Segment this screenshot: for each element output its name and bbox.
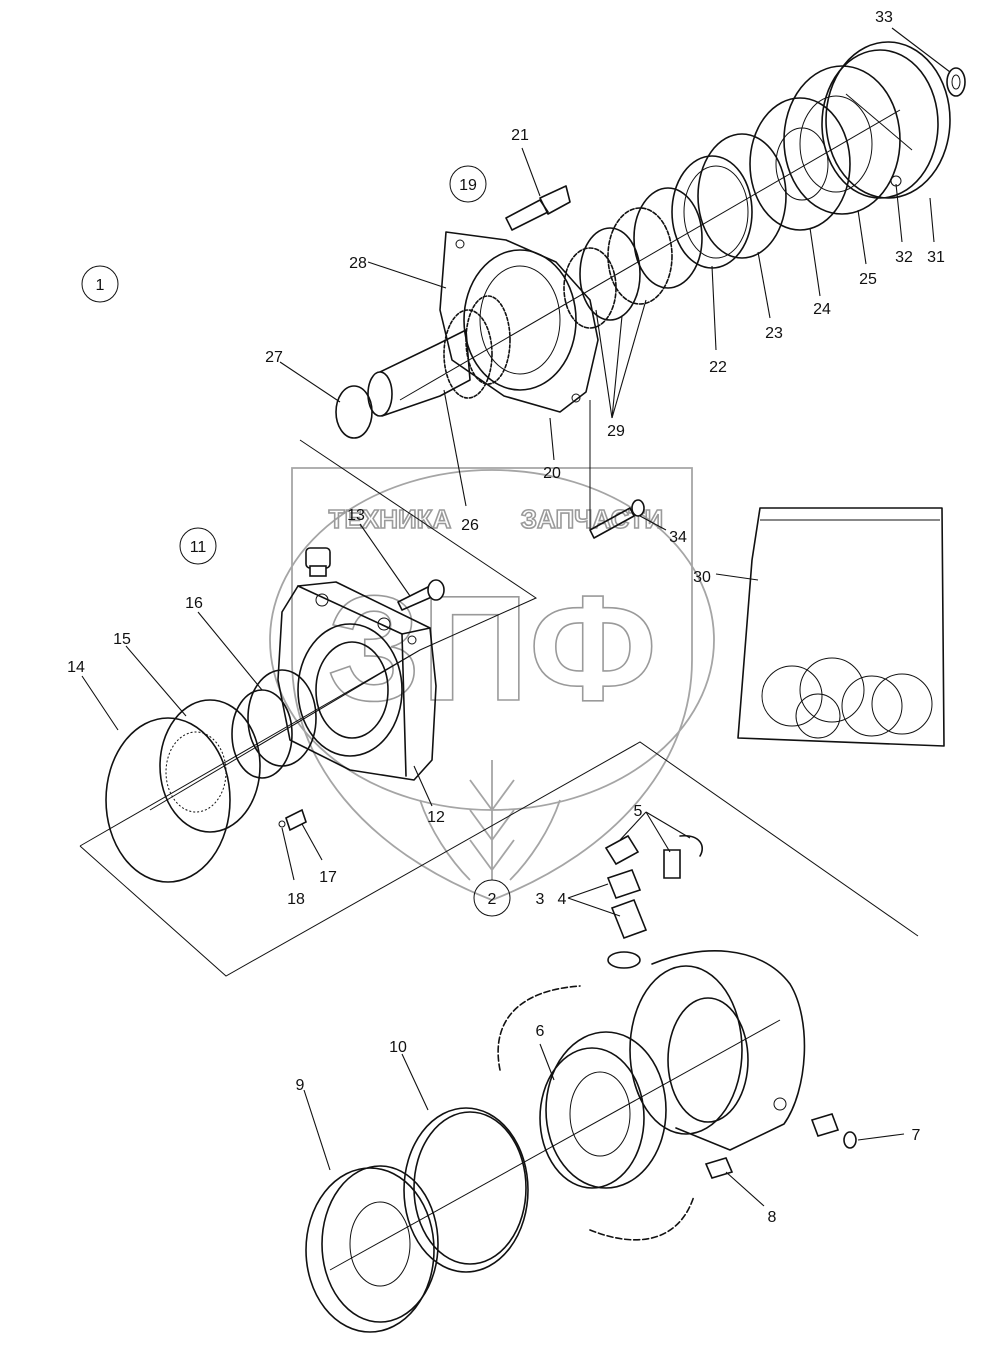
part-3-snap-ring [607,951,641,969]
part-26-gear-shaft [379,329,471,417]
group-reference-2: 2 [473,879,511,917]
group-reference-1: 1 [81,265,119,303]
part-18-ring [278,820,286,828]
part-7-ring [843,1131,857,1149]
label-22: 22 [709,359,727,376]
group-reference-11: 11 [179,527,217,565]
brake-assembly [305,950,857,1333]
label-7: 7 [912,1127,921,1144]
label-32: 32 [895,249,913,266]
label-30: 30 [693,569,711,586]
part-10-seal [403,1107,529,1273]
part-24-disc [749,97,851,231]
part-27-oring [335,385,373,439]
part-29-disc-b [607,207,673,305]
group-reference-19: 19 [449,165,487,203]
group-ref-19-text: 19 [459,177,477,194]
group-ref-1-text: 1 [96,277,105,294]
label-9: 9 [296,1077,305,1094]
part-4-block-b [610,898,648,940]
label-27: 27 [265,349,283,366]
part-ball-chain-bottom [589,1195,695,1241]
label-3: 3 [536,891,545,908]
watermark-text-left: ТЕХНИКА [329,504,452,534]
part-15-bearing [159,699,261,833]
label-33: 33 [875,9,893,26]
leader-lines [81,27,951,1207]
part-29-disc-a [633,187,703,289]
part-34-bolt [589,499,645,539]
watermark-gear-ring [269,469,715,811]
label-5: 5 [634,803,643,820]
label-23: 23 [765,325,783,342]
label-12: 12 [427,809,445,826]
label-8: 8 [768,1209,777,1226]
part-6-hub [545,1031,667,1189]
label-34: 34 [669,529,687,546]
label-29: 29 [607,423,625,440]
label-14: 14 [67,659,85,676]
part-21-stud [505,185,571,231]
main-housing-assembly [79,439,919,977]
part-5-bushing [604,834,640,866]
part-30-seal-kit-bag [737,507,945,747]
watermark: ТЕХНИКА ЗАПЧАСТИ ЗПФ [269,467,715,901]
part-23-ring [697,133,787,259]
part-7-pin [810,1113,840,1137]
watermark-big-letters: ЗПФ [327,564,657,732]
cover-plate-assembly [335,41,966,539]
part-13-bolt [397,579,445,611]
part-12-housing [277,581,437,781]
group-ref-11-text: 11 [190,539,207,556]
watermark-shield [291,467,693,901]
part-drum-housing [651,950,806,1151]
group-ref-2-text: 2 [488,891,497,908]
part-25-plate [783,65,901,215]
label-4: 4 [558,891,567,908]
part-5-insert [663,849,681,879]
label-17: 17 [319,869,337,886]
small-parts-group [604,834,704,969]
part-29-disc-d [563,247,617,329]
part-17-pin [285,808,307,832]
label-13: 13 [347,507,365,524]
label-18: 18 [287,891,305,908]
label-21: 21 [511,127,529,144]
label-31: 31 [927,249,945,266]
label-20: 20 [543,465,561,482]
part-4-block-a [606,869,642,899]
part-ball-chain-top [497,985,581,1071]
part-29-disc-c [579,227,641,321]
part-9-plate [305,1167,435,1333]
label-15: 15 [113,631,131,648]
label-24: 24 [813,301,831,318]
watermark-wheat-icon [419,760,561,881]
label-26: 26 [461,517,479,534]
part-8-pin [704,1157,734,1179]
part-33-cap [946,67,966,97]
label-10: 10 [389,1039,407,1056]
part-number-labels: 3 4 5 6 7 8 9 10 12 13 14 15 16 17 18 20… [67,9,945,1226]
label-6: 6 [536,1023,545,1040]
label-16: 16 [185,595,203,612]
label-28: 28 [349,255,367,272]
part-14-ring [105,717,231,883]
label-25: 25 [859,271,877,288]
part-5-clip [679,835,704,857]
part-plug [305,547,331,569]
